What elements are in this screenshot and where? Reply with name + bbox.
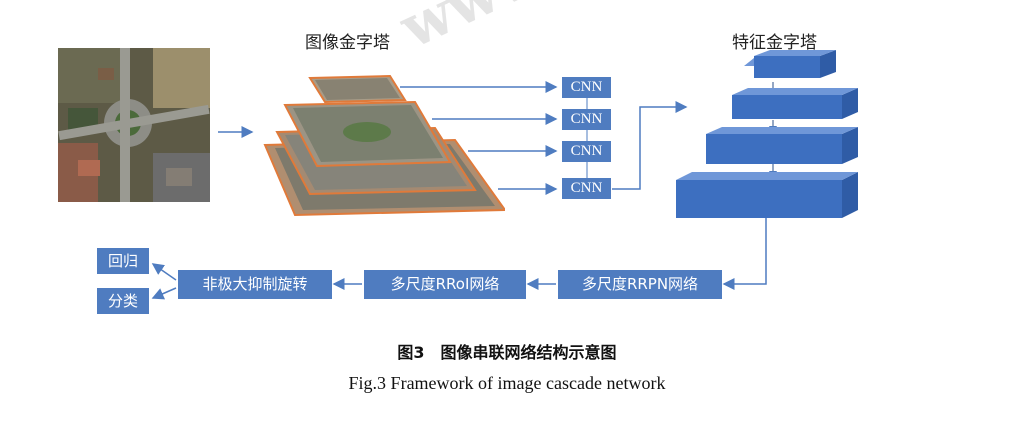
rrpn-network-box: 多尺度RRPN网络 [558,270,722,299]
regression-box: 回归 [97,248,149,274]
feature-pyramid [676,50,858,218]
classification-box: 分类 [97,288,149,314]
feature-pyramid-title: 特征金字塔 [732,33,817,53]
caption-english: Fig.3 Framework of image cascade network [348,373,666,393]
cnn-block-2: CNN [562,109,611,130]
cnn-block-1: CNN [562,77,611,98]
caption-chinese: 图3 图像串联网络结构示意图 [397,343,617,362]
cnn-block-3: CNN [562,141,611,162]
rroi-network-box: 多尺度RRoI网络 [364,270,526,299]
image-pyramid [263,74,505,217]
cnn-block-4: CNN [562,178,611,199]
image-pyramid-title: 图像金字塔 [305,33,390,53]
source-aerial-image [58,48,210,202]
nms-rotation-box: 非极大抑制旋转 [178,270,332,299]
